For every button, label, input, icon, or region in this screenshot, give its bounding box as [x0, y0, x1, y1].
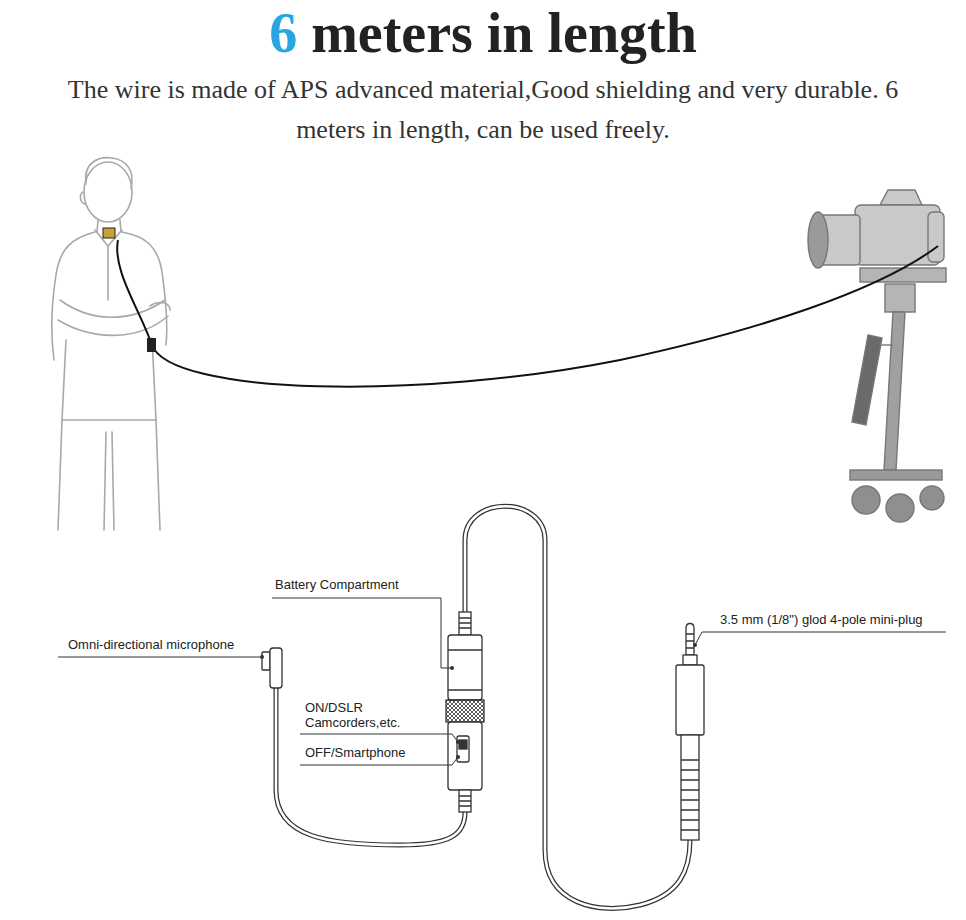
man-sketch [52, 158, 170, 530]
camera-stabilizer [920, 486, 944, 510]
camera-stabilizer [880, 190, 922, 205]
bottom-cable [465, 506, 690, 908]
leader-line [695, 632, 946, 645]
leader-line [272, 598, 452, 668]
control-box [459, 740, 467, 749]
control-box [446, 700, 484, 722]
bottom-cable [276, 688, 465, 845]
leader-dot [450, 666, 454, 670]
description-text: The wire is made of APS advanced materia… [60, 70, 906, 150]
man-sketch [52, 232, 95, 360]
control-box [459, 618, 471, 628]
camera-stabilizer [886, 494, 914, 522]
man-sketch [86, 158, 132, 188]
microphone-symbol [270, 648, 282, 688]
plug-symbol [681, 760, 699, 830]
control-box [459, 790, 471, 812]
man-sketch [62, 338, 156, 420]
leader-dot [260, 655, 264, 659]
microphone-symbol [262, 652, 270, 670]
plug-symbol [686, 624, 694, 656]
leader-dot [693, 643, 697, 647]
camera-stabilizer [884, 312, 905, 470]
plug-symbol [683, 655, 697, 665]
control-box [448, 650, 482, 690]
camera-stabilizer [808, 190, 946, 522]
man-sketch [107, 246, 109, 300]
switch-label: OFF/Smartphone [305, 745, 405, 760]
top-cable [103, 228, 938, 387]
bottom-cable [276, 688, 465, 845]
man-sketch [58, 420, 160, 530]
man-sketch [84, 162, 132, 222]
leader-dot [260, 643, 697, 759]
top-cable [103, 228, 115, 238]
man-sketch [150, 303, 170, 310]
man-sketch [58, 316, 168, 335]
control-box [448, 722, 482, 790]
control-box [448, 635, 482, 700]
top-cable [117, 240, 938, 387]
control-box [459, 612, 471, 635]
leader-dot [456, 740, 460, 744]
camera-stabilizer [855, 205, 940, 265]
control-box [459, 796, 471, 806]
camera-stabilizer [850, 470, 942, 480]
leader-line [58, 598, 946, 765]
plug-symbol [681, 735, 699, 840]
leader-line [300, 734, 458, 742]
camera-stabilizer [860, 268, 946, 282]
switch-label: ON/DSLR Camcorders,etc. [305, 700, 415, 730]
man-sketch [80, 192, 85, 204]
part-label: Omni-directional microphone [68, 637, 234, 652]
camera-stabilizer [852, 486, 880, 514]
camera-stabilizer [852, 335, 882, 425]
camera-stabilizer [808, 212, 828, 268]
camera-stabilizer [885, 284, 915, 312]
man-sketch [60, 300, 165, 317]
part-label: Battery Compartment [275, 577, 399, 592]
bottom-cable [276, 506, 690, 908]
control-box [446, 612, 484, 812]
leader-dot [456, 755, 460, 759]
part-label: 3.5 mm (1/8") glod 4-pole mini-plug [720, 612, 923, 627]
control-box [457, 736, 469, 762]
plug-symbol [676, 624, 704, 841]
bottom-cable [465, 506, 690, 908]
plug-symbol [686, 634, 694, 648]
camera-stabilizer [880, 344, 893, 345]
plug-symbol [676, 665, 704, 735]
page-title: 6 meters in length [0, 2, 966, 64]
leader-line [58, 657, 262, 658]
top-cable [147, 338, 156, 352]
microphone-symbol [262, 648, 282, 688]
camera-stabilizer [928, 212, 944, 262]
